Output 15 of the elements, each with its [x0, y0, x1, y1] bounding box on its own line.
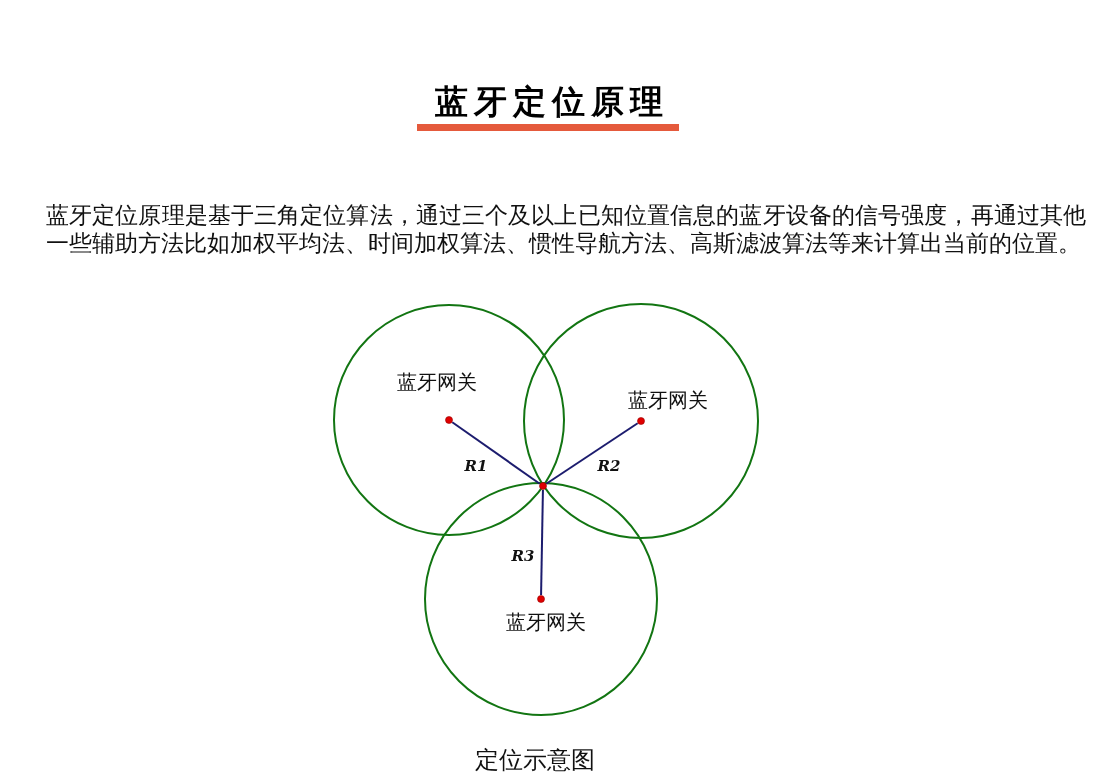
dot-icon: [537, 595, 545, 603]
radius-line: [451, 421, 541, 485]
radius-line: [540, 489, 544, 596]
radius-line: [545, 422, 639, 485]
caption: 定位示意图: [475, 745, 595, 775]
range-circle: [424, 482, 658, 716]
gateway-label: 蓝牙网关: [628, 388, 708, 412]
title: 蓝牙定位原理: [435, 82, 669, 122]
dot-icon: [445, 416, 453, 424]
dot-icon: [637, 417, 645, 425]
gateway-label: 蓝牙网关: [506, 610, 586, 634]
gateway-label: 蓝牙网关: [397, 370, 477, 394]
paragraph: 蓝牙定位原理是基于三角定位算法，通过三个及以上已知位置信息的蓝牙设备的信号强度，再通过其他一些辅助方法比如加权平均法、时间加权算法、惯性导航方法、高斯滤波算法等来计算出当前的位置。: [46, 201, 1086, 257]
range-circle: [523, 303, 759, 539]
range-circle: [333, 304, 565, 536]
